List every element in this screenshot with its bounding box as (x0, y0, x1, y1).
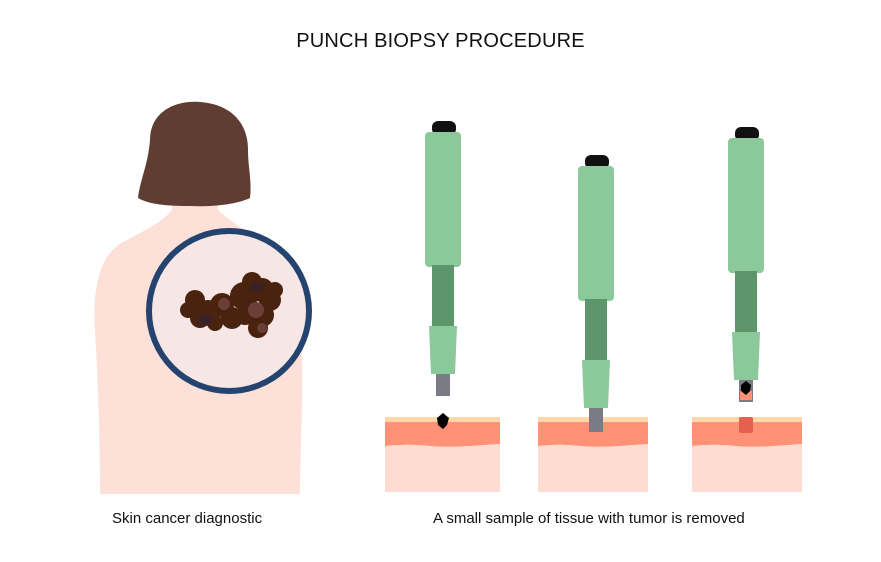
magnifier-circle (146, 228, 312, 394)
tumor (437, 413, 449, 429)
punch-tool-step-1 (425, 121, 461, 396)
mole (180, 272, 283, 338)
caption-sample-removed: A small sample of tissue with tumor is r… (433, 510, 745, 527)
tumor (741, 381, 751, 395)
skin-cross-section-1 (385, 413, 500, 492)
skin-cross-section-3 (692, 417, 802, 492)
page-title: PUNCH BIOPSY PROCEDURE (296, 30, 585, 52)
hair (138, 101, 251, 207)
biopsy-hole (739, 417, 753, 433)
tissue-sample (740, 391, 752, 400)
punch-tool-step-3 (728, 127, 764, 402)
blade (436, 374, 450, 396)
blade (589, 408, 603, 432)
caption-skin-cancer: Skin cancer diagnostic (112, 510, 263, 527)
skin-cross-section-2 (538, 408, 648, 492)
punch-tool-step-2 (578, 155, 614, 408)
